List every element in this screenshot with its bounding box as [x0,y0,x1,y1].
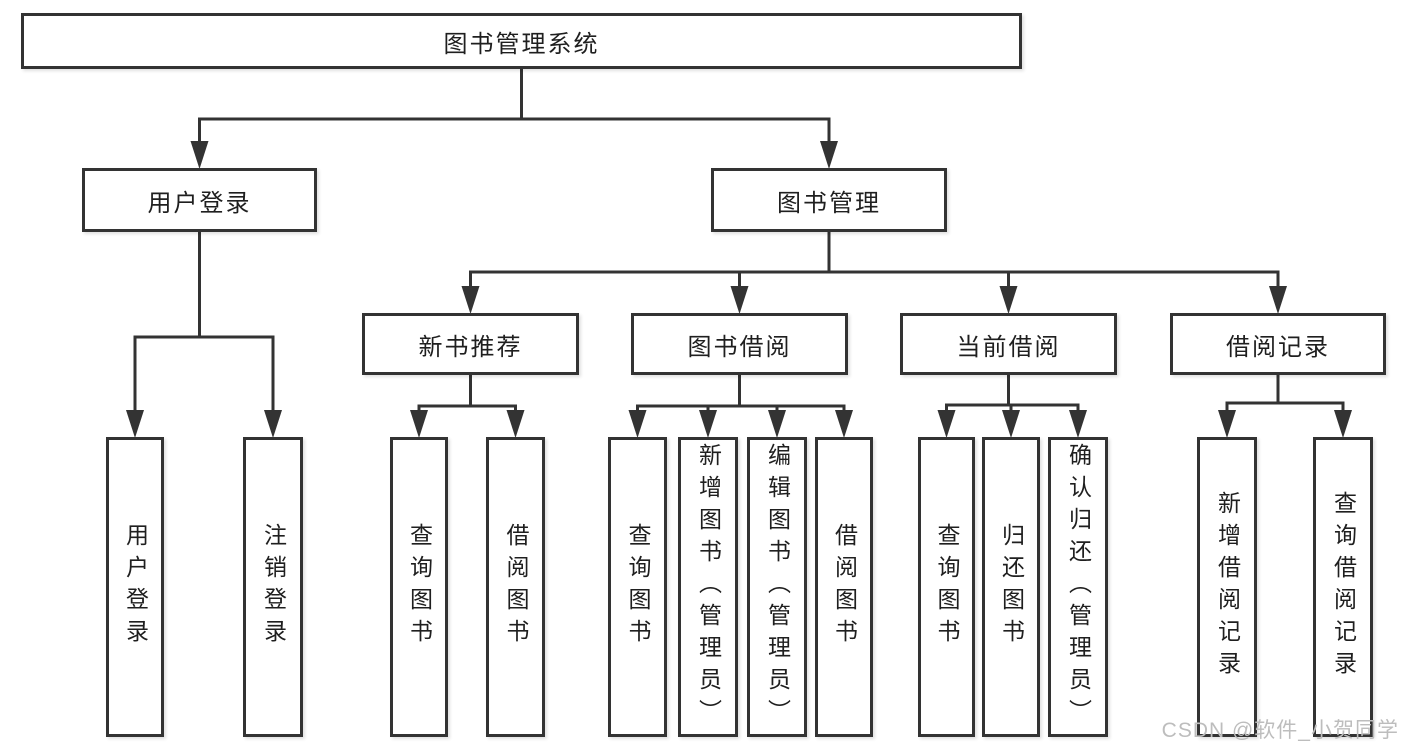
node-label: 确认归还（管理员） [1065,443,1092,731]
node-label: 归还图书 [998,523,1025,651]
node-leaf-user-login: 用户登录 [106,437,164,737]
node-book-borrow: 图书借阅 [631,313,848,375]
node-leaf-br-add: 新增借阅记录 [1197,437,1257,737]
arrowhead-icon [768,410,786,438]
node-leaf-cb-return: 归还图书 [982,437,1040,737]
node-leaf-br-query: 查询借阅记录 [1313,437,1373,737]
node-label: 借阅图书 [503,523,529,651]
node-leaf-bb-query: 查询图书 [608,437,667,737]
arrowhead-icon [410,410,428,438]
node-label: 编辑图书（管理员） [764,443,791,731]
arrowhead-icon [699,410,717,438]
node-label: 用户登录 [122,523,149,651]
arrowhead-icon [835,410,853,438]
node-label: 新增借阅记录 [1214,491,1241,683]
node-label: 图书管理系统 [443,30,600,58]
arrowhead-icon [461,286,480,314]
node-label: 查询图书 [934,523,960,651]
node-label: 新书推荐 [418,333,523,361]
node-label: 图书管理 [777,189,881,217]
arrowhead-icon [628,410,647,438]
node-current-borrow: 当前借阅 [900,313,1117,375]
arrowhead-icon [1069,410,1087,438]
arrowhead-icon [999,286,1018,314]
node-new-book-rec: 新书推荐 [362,313,579,375]
node-leaf-nbr-borrow: 借阅图书 [486,437,545,737]
node-label: 查询图书 [406,523,433,651]
node-label: 新增图书（管理员） [695,443,722,731]
arrowhead-icon [264,410,282,438]
node-root: 图书管理系统 [21,13,1022,69]
node-leaf-logout: 注销登录 [243,437,303,737]
node-leaf-bb-borrow: 借阅图书 [815,437,873,737]
node-label: 注销登录 [260,523,287,651]
node-user-login: 用户登录 [82,168,317,232]
node-label: 查询借阅记录 [1330,491,1357,683]
node-book-mgmt: 图书管理 [711,168,947,232]
node-leaf-cb-confirm: 确认归还（管理员） [1048,437,1108,737]
node-label: 当前借阅 [956,333,1061,361]
arrowhead-icon [126,410,144,438]
node-label: 借阅记录 [1226,333,1330,361]
arrowhead-icon [1269,286,1287,314]
arrowhead-icon [820,141,838,169]
arrowhead-icon [1218,410,1236,438]
node-leaf-cb-query: 查询图书 [918,437,975,737]
node-label: 用户登录 [147,189,252,217]
node-label: 查询图书 [625,523,651,651]
arrowhead-icon [730,286,749,314]
node-label: 借阅图书 [831,523,858,651]
arrowhead-icon [1002,410,1020,438]
node-leaf-nbr-query: 查询图书 [390,437,448,737]
node-leaf-bb-add: 新增图书（管理员） [678,437,738,737]
node-label: 图书借阅 [687,333,792,361]
arrowhead-icon [1334,410,1352,438]
arrowhead-icon [190,141,209,169]
arrowhead-icon [506,410,525,438]
watermark: CSDN @软件_小贺同学 [1161,719,1399,742]
arrowhead-icon [937,410,956,438]
node-leaf-bb-edit: 编辑图书（管理员） [747,437,807,737]
node-borrow-records: 借阅记录 [1170,313,1386,375]
